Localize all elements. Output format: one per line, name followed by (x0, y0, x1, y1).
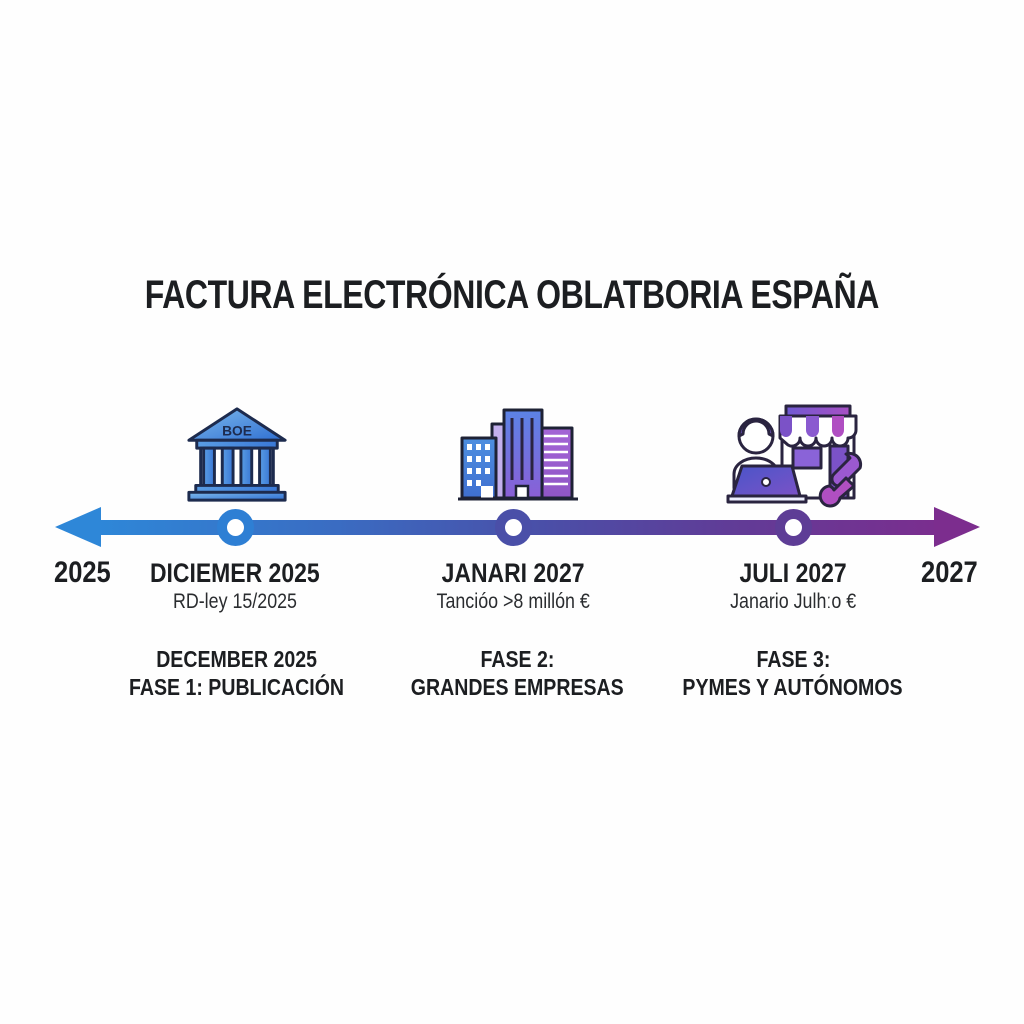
timeline-end-year: 2027 (920, 556, 978, 589)
milestone3-phase: FASE 3: PYMES Y AUTÓNOMOS (623, 645, 963, 701)
milestone2-phase: FASE 2: GRANDES EMPRESAS (347, 645, 687, 701)
timeline-dot-fase2 (495, 509, 532, 546)
timeline-start-year: 2025 (53, 556, 111, 589)
timeline-dot-fase3 (775, 509, 812, 546)
freelancer-store-wrench-icon (718, 396, 870, 508)
milestone2-phase-line2: GRANDES EMPRESAS (410, 674, 624, 700)
milestone1-phase-line2: FASE 1: PUBLICACIÓN (129, 674, 345, 700)
milestone1-phase-line1: DECEMBER 2025 (156, 646, 318, 672)
milestone2-date: JANARI 2027 (441, 558, 585, 588)
milestone1-date: DICIEMER 2025 (150, 558, 320, 588)
milestone3-subtitle: Janario Julhːo € (729, 590, 857, 613)
timeline-arrow-left-icon (55, 507, 101, 547)
page-title-text: FACTURA ELECTRÓNICA OBLATBORIA ESPAÑA (144, 273, 880, 317)
milestone1-subtitle: RD-ley 15/2025 (172, 590, 298, 613)
boe-icon-label: BOE (222, 423, 252, 438)
milestone2-subtitle: Tancióo >8 millón € (436, 590, 590, 613)
milestone2-phase-line1: FASE 2: (480, 646, 554, 672)
milestone3-phase-line2: PYMES Y AUTÓNOMOS (682, 674, 904, 700)
timeline-dot-fase1 (217, 509, 254, 546)
office-buildings-icon (456, 402, 580, 504)
milestone3-date: JULI 2027 (739, 558, 847, 588)
boe-bank-icon: BOE (183, 404, 291, 504)
timeline-arrow-right-icon (934, 507, 980, 547)
milestone3-phase-line1: FASE 3: (756, 646, 830, 672)
page-title: FACTURA ELECTRÓNICA OBLATBORIA ESPAÑA (0, 274, 1024, 316)
milestone1-phase: DECEMBER 2025 FASE 1: PUBLICACIÓN (67, 645, 407, 701)
